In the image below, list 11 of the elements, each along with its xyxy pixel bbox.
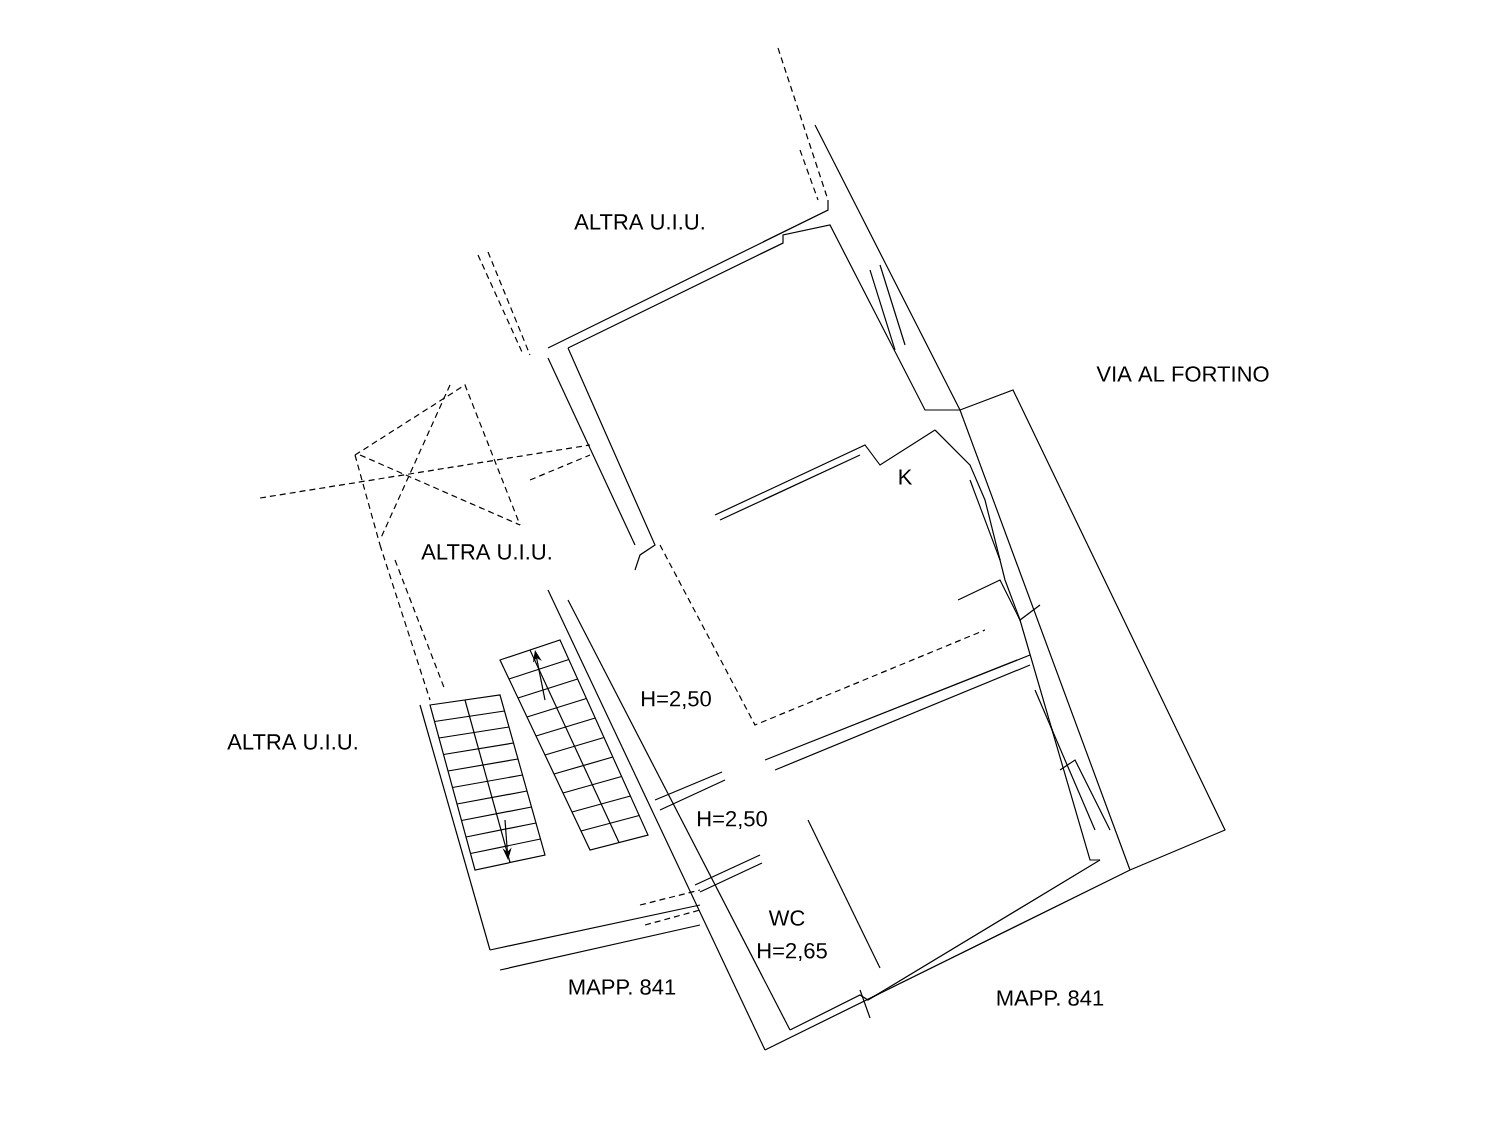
room-label: WC: [768, 910, 805, 926]
parcel-label: MAPP. 841: [997, 990, 1104, 1006]
area-label: ALTRA U.I.U.: [574, 214, 704, 230]
height-label: H=2,65: [758, 942, 827, 962]
street-label: VIA AL FORTINO: [1096, 366, 1269, 382]
area-label: ALTRA U.I.U.: [421, 544, 551, 560]
room-label: K: [899, 469, 913, 485]
height-label: H=2,50: [698, 810, 767, 830]
area-label: ALTRA U.I.U.: [227, 734, 357, 750]
parcel-label: MAPP. 841: [569, 979, 676, 995]
height-label: H=2,50: [642, 690, 711, 710]
